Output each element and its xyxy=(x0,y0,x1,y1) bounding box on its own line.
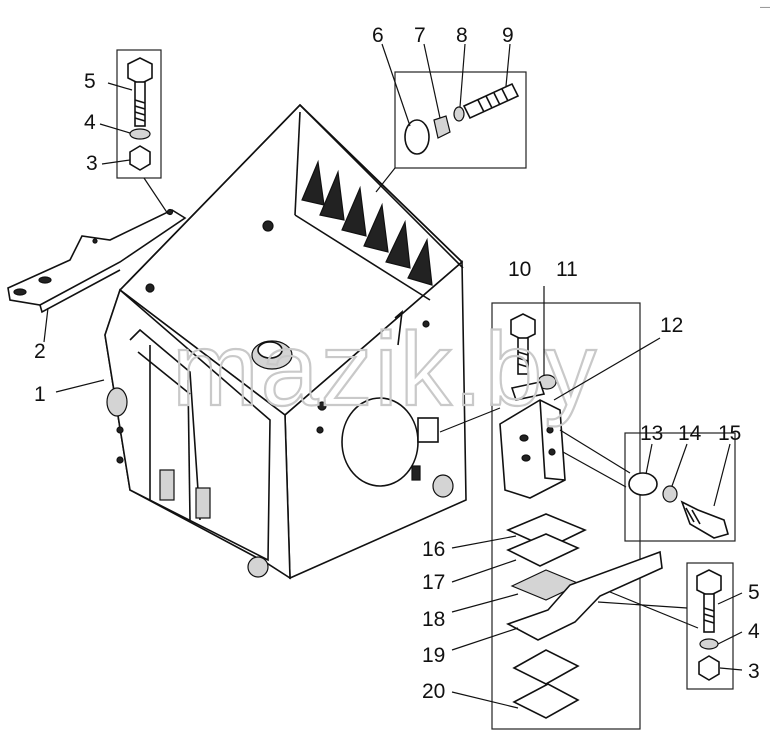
callout-9: 9 xyxy=(502,24,514,47)
washer-4-top-left xyxy=(129,128,151,140)
mount-box-right xyxy=(491,302,641,730)
bolt-5-lower-right xyxy=(696,569,722,633)
shim-17 xyxy=(506,533,580,567)
washer-4-lower-right xyxy=(699,638,719,650)
callout-19: 19 xyxy=(422,644,445,667)
callout-10: 10 xyxy=(508,258,531,281)
callout-17: 17 xyxy=(422,571,445,594)
fastener-box-left xyxy=(116,49,162,179)
callout-20: 20 xyxy=(422,680,445,703)
callout-3-lower: 3 xyxy=(748,660,760,683)
washer-8 xyxy=(453,106,465,122)
callout-11: 11 xyxy=(556,258,578,281)
callout-5-lower: 5 xyxy=(748,581,760,604)
bolt-5-top-left xyxy=(127,57,153,127)
shim-20b xyxy=(512,683,580,719)
leader-lines xyxy=(43,43,743,709)
callout-1: 1 xyxy=(34,383,46,406)
callout-2: 2 xyxy=(34,340,46,363)
callout-14: 14 xyxy=(678,422,702,445)
bolt-10 xyxy=(510,313,536,375)
callout-numbers: 5 4 3 2 1 6 7 8 9 10 11 12 13 14 15 16 1… xyxy=(34,24,760,703)
callout-16: 16 xyxy=(422,538,445,561)
callout-12: 12 xyxy=(660,314,683,337)
callout-13: 13 xyxy=(640,422,663,445)
nut-3-lower-right xyxy=(698,655,720,681)
callout-4-lower: 4 xyxy=(748,620,760,643)
callout-6: 6 xyxy=(372,24,384,47)
washer-6 xyxy=(404,119,430,155)
callout-7: 7 xyxy=(414,24,426,47)
plate-11a xyxy=(510,381,546,401)
shim-20a xyxy=(512,649,580,685)
nut-3-top-left xyxy=(129,145,151,171)
bolt-15 xyxy=(680,500,729,539)
bolt-9 xyxy=(462,82,520,120)
washer-13 xyxy=(628,472,658,496)
callout-18: 18 xyxy=(422,608,445,631)
callout-8: 8 xyxy=(456,24,468,47)
callout-3-top: 3 xyxy=(86,152,98,175)
nut-7 xyxy=(433,115,451,139)
washer-14 xyxy=(662,485,678,503)
corner-mark: — xyxy=(760,2,770,13)
bracket-19 xyxy=(506,550,663,641)
fuel-tank xyxy=(104,103,467,580)
mounting-bracket-2 xyxy=(7,208,187,314)
watermark: mazik.by xyxy=(172,312,598,428)
support-bracket-12 xyxy=(499,399,566,499)
callout-4-top: 4 xyxy=(84,111,96,134)
fastener-box-top xyxy=(394,71,527,169)
callout-15: 15 xyxy=(718,422,741,445)
fastener-box-lower xyxy=(686,562,734,690)
callout-5-top: 5 xyxy=(84,70,96,93)
